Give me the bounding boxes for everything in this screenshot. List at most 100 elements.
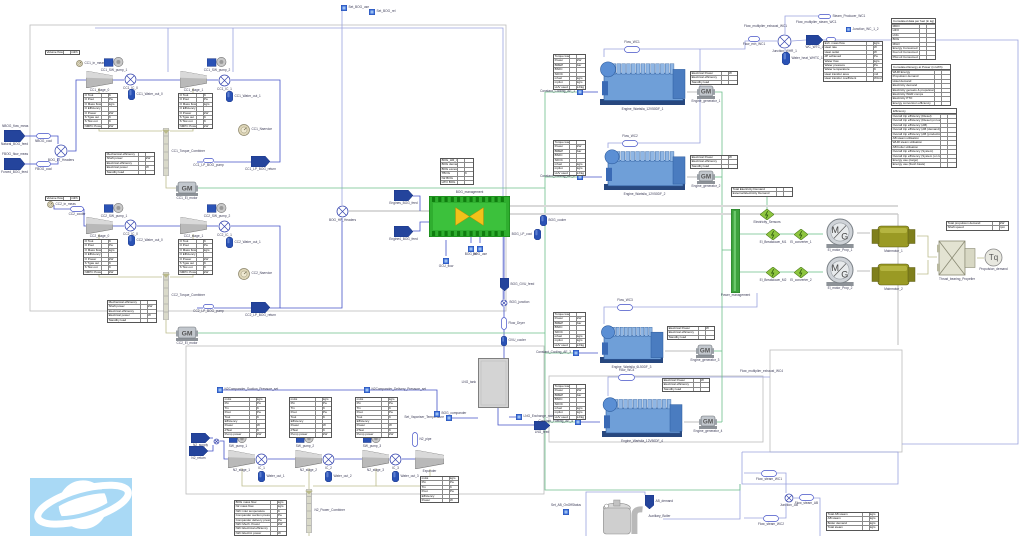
input-connector[interactable] bbox=[573, 350, 579, 356]
generator-icon[interactable]: GM bbox=[176, 181, 198, 196]
lng-tank[interactable] bbox=[478, 358, 509, 408]
pump-icon[interactable] bbox=[104, 57, 124, 68]
input-connector[interactable] bbox=[341, 5, 347, 11]
electrical-connector-icon[interactable] bbox=[794, 229, 808, 240]
torque-combiner-icon[interactable] bbox=[162, 272, 170, 320]
generator-icon[interactable]: GM bbox=[697, 85, 715, 99]
flow-resistance-icon[interactable] bbox=[70, 206, 84, 212]
input-connector[interactable] bbox=[577, 174, 583, 180]
input-connector[interactable] bbox=[364, 387, 370, 393]
torque-combiner-icon[interactable] bbox=[162, 128, 170, 176]
connection-line[interactable] bbox=[784, 15, 818, 34]
connection-line[interactable] bbox=[413, 221, 429, 232]
pump-icon[interactable] bbox=[207, 57, 227, 68]
electrical-connector-icon[interactable] bbox=[794, 267, 808, 278]
flow-resistance-icon[interactable] bbox=[501, 317, 507, 330]
connection-line[interactable] bbox=[231, 79, 281, 163]
generator-icon[interactable]: GM bbox=[699, 415, 717, 429]
bus-connector-arrow[interactable] bbox=[500, 278, 509, 291]
input-connector[interactable] bbox=[575, 419, 581, 425]
connection-line[interactable] bbox=[51, 158, 59, 165]
input-connector[interactable] bbox=[516, 414, 522, 420]
flow-resistance-icon[interactable] bbox=[763, 515, 779, 522]
flow-resistance-icon[interactable] bbox=[203, 158, 214, 163]
cooler-icon[interactable] bbox=[128, 235, 135, 246]
mixer-icon[interactable] bbox=[218, 74, 231, 87]
connection-line[interactable] bbox=[53, 205, 70, 210]
connection-line[interactable] bbox=[165, 176, 176, 189]
compressor-icon[interactable] bbox=[228, 450, 255, 468]
gearbox-icon[interactable] bbox=[937, 239, 977, 277]
pump-icon[interactable] bbox=[104, 203, 124, 214]
compressor-icon[interactable] bbox=[415, 450, 444, 469]
connection-line[interactable] bbox=[777, 472, 787, 493]
flow-resistance-icon[interactable] bbox=[748, 36, 760, 42]
cooler-icon[interactable] bbox=[128, 89, 135, 100]
flow-resistance-icon[interactable] bbox=[36, 133, 51, 139]
electrical-connector-icon[interactable] bbox=[766, 229, 780, 240]
connection-line[interactable] bbox=[607, 376, 618, 396]
input-connector[interactable] bbox=[477, 246, 483, 252]
flow-resistance-icon[interactable] bbox=[622, 140, 638, 147]
mixer-icon[interactable] bbox=[218, 220, 231, 233]
input-connector[interactable] bbox=[577, 89, 583, 95]
input-connector[interactable] bbox=[369, 9, 375, 15]
connection-line[interactable] bbox=[713, 91, 723, 422]
generator-icon[interactable]: GM bbox=[696, 344, 714, 358]
compressor-icon[interactable] bbox=[362, 450, 389, 468]
bus-connector-arrow[interactable] bbox=[806, 35, 823, 45]
connection-line[interactable] bbox=[663, 484, 741, 520]
input-connector[interactable] bbox=[217, 387, 223, 393]
cooler-icon[interactable] bbox=[258, 471, 265, 482]
flow-resistance-icon[interactable] bbox=[412, 432, 418, 447]
bus-connector-arrow[interactable] bbox=[251, 156, 270, 167]
compressor-icon[interactable] bbox=[180, 217, 207, 234]
connection-line[interactable] bbox=[220, 440, 228, 460]
bus-connector-arrow[interactable] bbox=[191, 433, 210, 443]
connection-line[interactable] bbox=[241, 468, 305, 487]
mixer-icon[interactable] bbox=[124, 73, 137, 86]
flow-resistance-icon[interactable] bbox=[818, 14, 831, 19]
engine-block[interactable] bbox=[598, 60, 687, 107]
electric-motor-icon[interactable] bbox=[870, 262, 917, 287]
cooler-icon[interactable] bbox=[501, 336, 507, 346]
bus-connector-arrow[interactable] bbox=[534, 421, 550, 430]
power-bus[interactable] bbox=[731, 209, 740, 293]
connection-line[interactable] bbox=[814, 497, 821, 536]
input-connector[interactable] bbox=[434, 411, 440, 417]
connection-line[interactable] bbox=[165, 320, 176, 334]
compressor-icon[interactable] bbox=[180, 71, 207, 88]
connection-line[interactable] bbox=[791, 39, 807, 42]
motor-generator-icon[interactable]: M G bbox=[823, 256, 857, 286]
gauge-icon[interactable] bbox=[47, 201, 54, 208]
generator-icon[interactable]: GM bbox=[697, 170, 715, 184]
motor-generator-icon[interactable]: M G bbox=[823, 218, 857, 248]
connection-line[interactable] bbox=[607, 142, 622, 148]
torque-sensor-icon[interactable]: Tq bbox=[984, 248, 1003, 267]
flow-resistance-icon[interactable] bbox=[617, 304, 633, 311]
bus-connector-arrow[interactable] bbox=[645, 495, 654, 509]
pump-icon[interactable] bbox=[207, 203, 227, 214]
bus-connector-arrow[interactable] bbox=[4, 158, 25, 170]
junction-icon[interactable] bbox=[784, 493, 794, 503]
cooler-icon[interactable] bbox=[782, 52, 790, 65]
junction-icon[interactable] bbox=[777, 34, 792, 49]
cooler-icon[interactable] bbox=[226, 237, 233, 248]
connection-line[interactable] bbox=[83, 209, 86, 227]
connection-line[interactable] bbox=[779, 503, 787, 519]
connection-line[interactable] bbox=[231, 225, 281, 309]
mixer-icon[interactable] bbox=[389, 453, 402, 466]
input-connector[interactable] bbox=[446, 415, 452, 421]
connection-line[interactable] bbox=[208, 445, 214, 452]
cooler-icon[interactable] bbox=[540, 215, 547, 226]
cooler-icon[interactable] bbox=[534, 229, 541, 240]
compressor-icon[interactable] bbox=[86, 71, 113, 88]
gauge-icon[interactable] bbox=[238, 124, 250, 136]
cooler-icon[interactable] bbox=[226, 91, 233, 102]
connection-line[interactable] bbox=[917, 260, 929, 275]
mixer-icon[interactable] bbox=[54, 144, 68, 158]
engine-block[interactable] bbox=[602, 148, 687, 192]
connection-line[interactable] bbox=[640, 40, 777, 50]
flow-resistance-icon[interactable] bbox=[799, 494, 814, 501]
input-connector[interactable] bbox=[468, 246, 474, 252]
